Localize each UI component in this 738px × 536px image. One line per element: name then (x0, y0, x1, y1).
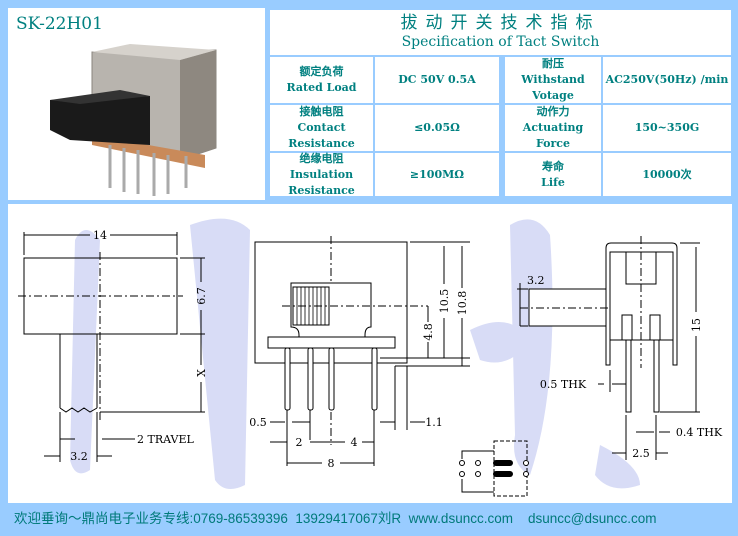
label-en: Contact Resistance (288, 121, 355, 150)
dim-x: X (195, 369, 208, 377)
label-cn: 额定负荷 (299, 65, 344, 78)
rated-load-label: 额定负荷 Rated Load (270, 57, 373, 103)
spec-title-cn: 拔动开关技术指标 (400, 12, 601, 33)
dim-10-8: 10.8 (456, 291, 469, 316)
watermark (70, 218, 640, 490)
spec-title: 拔动开关技术指标 Specification of Tact Switch (270, 10, 731, 55)
model-number: SK-22H01 (16, 14, 103, 34)
dim-3-2-stem: 3.2 (70, 450, 88, 463)
spec-table: 拔动开关技术指标 Specification of Tact Switch 额定… (268, 8, 733, 198)
dim-10-5: 10.5 (438, 289, 451, 314)
front-view (254, 236, 470, 466)
circuit-schematic (459, 440, 529, 497)
insulation-resistance-label: 绝缘电阻 Insulation Resistance (270, 151, 373, 197)
dim-2-5: 2.5 (632, 447, 650, 460)
label-en: Life (541, 175, 565, 189)
actuating-force-value: 150~350G (603, 105, 731, 151)
label-cn: 寿命 (542, 159, 564, 173)
label-en: Withstand Votage (521, 73, 585, 102)
withstand-voltage-value: AC250V(50Hz) /min (603, 57, 731, 103)
dim-travel: 2 TRAVEL (137, 433, 194, 446)
contact-resistance-label: 接触电阻 Contact Resistance (270, 105, 373, 151)
dim-3-2-slider: 3.2 (527, 274, 545, 287)
contact-resistance-value: ≤0.05Ω (375, 105, 499, 151)
left-view (18, 232, 205, 462)
insulation-resistance-value: ≥100MΩ (375, 153, 499, 196)
label-en: Rated Load (286, 81, 357, 94)
dim-0-5-thk: 0.5 THK (540, 378, 587, 391)
dim-4-8: 4.8 (422, 323, 435, 341)
label-en: Actuating Force (522, 121, 584, 150)
dim-15: 15 (690, 318, 703, 332)
dim-2: 2 (296, 436, 303, 449)
label-cn: 接触电阻 (299, 105, 344, 118)
life-label: 寿命 Life (505, 153, 601, 196)
withstand-voltage-label: 耐压 Withstand Votage (505, 57, 601, 103)
actuating-force-label: 动作力 Actuating Force (505, 105, 601, 151)
contact-footer: 欢迎垂询～鼎尚电子业务专线:0769-86539396 13929417067刘… (14, 511, 657, 526)
dim-0-4-thk: 0.4 THK (676, 426, 723, 439)
dim-0-5-pin: 0.5 (249, 416, 267, 429)
dim-1-1: 1.1 (425, 416, 443, 429)
label-en: Insulation Resistance (288, 167, 355, 197)
label-cn: 耐压 (542, 57, 564, 70)
label-cn: 绝缘电阻 (299, 151, 344, 165)
technical-drawing-panel: 14 6.7 X 3.2 2 TRAVEL 10.5 10.8 4.8 0.5 … (8, 204, 732, 503)
dim-8: 8 (328, 457, 335, 470)
dim-14: 14 (93, 229, 107, 242)
dim-4: 4 (351, 436, 358, 449)
rated-load-value: DC 50V 0.5A (375, 57, 499, 103)
life-value: 10000次 (603, 153, 731, 196)
dim-6-7: 6.7 (195, 287, 208, 305)
switch-photo (50, 44, 217, 196)
side-view (517, 236, 700, 460)
label-cn: 动作力 (536, 105, 570, 118)
dimension-drawing: 14 6.7 X 3.2 2 TRAVEL 10.5 10.8 4.8 0.5 … (18, 218, 723, 497)
spec-title-en: Specification of Tact Switch (401, 33, 600, 50)
product-photo-panel: SK-22H01 (7, 7, 266, 201)
